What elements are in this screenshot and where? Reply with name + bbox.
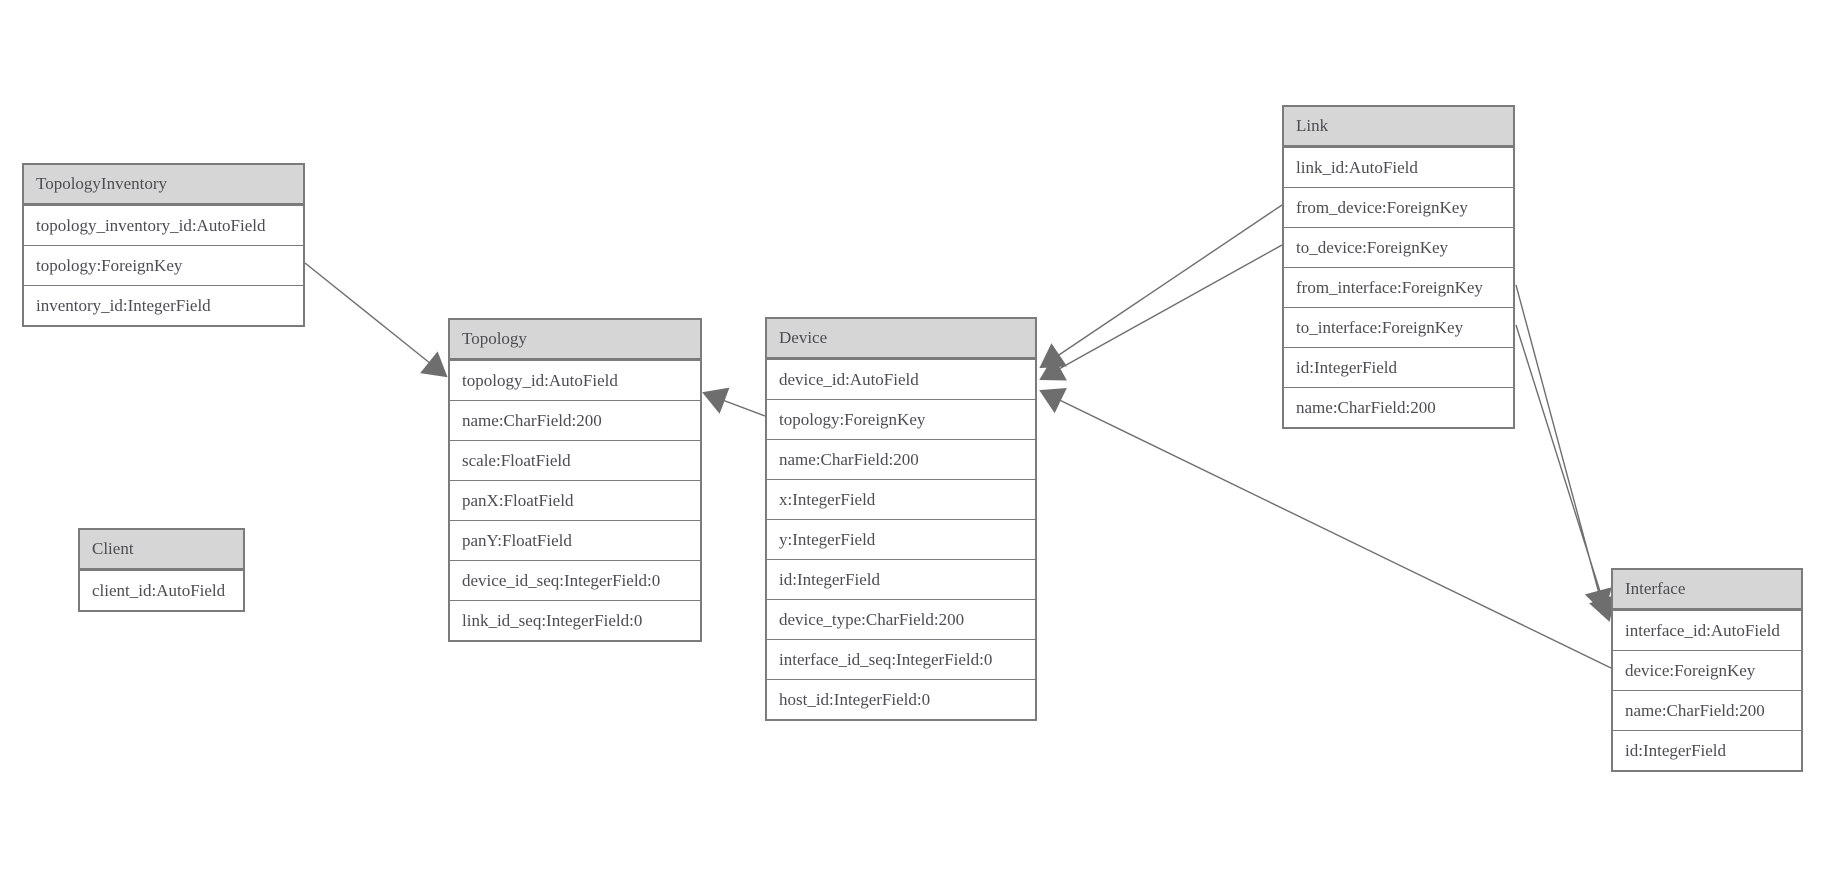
field-row: to_device:ForeignKey [1284, 227, 1513, 267]
field-row: id:IntegerField [1284, 347, 1513, 387]
field-row: name:CharField:200 [767, 439, 1035, 479]
field-row: name:CharField:200 [1284, 387, 1513, 427]
field-row: from_interface:ForeignKey [1284, 267, 1513, 307]
field-row: device_id_seq:IntegerField:0 [450, 560, 700, 600]
field-row: interface_id_seq:IntegerField:0 [767, 639, 1035, 679]
entity-title: TopologyInventory [24, 165, 303, 205]
field-row: scale:FloatField [450, 440, 700, 480]
field-row: link_id_seq:IntegerField:0 [450, 600, 700, 640]
entity-title: Topology [450, 320, 700, 360]
field-row: device_id:AutoField [767, 359, 1035, 399]
field-row: id:IntegerField [1613, 730, 1801, 770]
field-row: client_id:AutoField [80, 570, 243, 610]
relation-link-from_device-to-device [1039, 204, 1283, 369]
field-row: topology:ForeignKey [767, 399, 1035, 439]
relation-interface-device-to-device [1039, 388, 1612, 669]
entity-title: Client [80, 530, 243, 570]
relation-device-topology-to-topology [702, 387, 766, 417]
field-row: link_id:AutoField [1284, 147, 1513, 187]
field-row: name:CharField:200 [450, 400, 700, 440]
field-row: inventory_id:IntegerField [24, 285, 303, 325]
field-row: panX:FloatField [450, 480, 700, 520]
field-row: device_type:CharField:200 [767, 599, 1035, 639]
field-row: device:ForeignKey [1613, 650, 1801, 690]
field-row: y:IntegerField [767, 519, 1035, 559]
field-row: id:IntegerField [767, 559, 1035, 599]
relation-link-to_device-to-device [1039, 244, 1283, 381]
field-row: panY:FloatField [450, 520, 700, 560]
entity-title: Interface [1613, 570, 1801, 610]
field-row: x:IntegerField [767, 479, 1035, 519]
field-row: from_device:ForeignKey [1284, 187, 1513, 227]
field-row: topology:ForeignKey [24, 245, 303, 285]
field-row: interface_id:AutoField [1613, 610, 1801, 650]
relation-topologyinventory-topology-to-topology [304, 262, 448, 378]
field-row: topology_inventory_id:AutoField [24, 205, 303, 245]
entity-title: Link [1284, 107, 1513, 147]
relation-link-to_interface-to-interface [1515, 324, 1616, 622]
field-row: name:CharField:200 [1613, 690, 1801, 730]
field-row: topology_id:AutoField [450, 360, 700, 400]
entity-title: Device [767, 319, 1035, 359]
field-row: host_id:IntegerField:0 [767, 679, 1035, 719]
field-row: to_interface:ForeignKey [1284, 307, 1513, 347]
